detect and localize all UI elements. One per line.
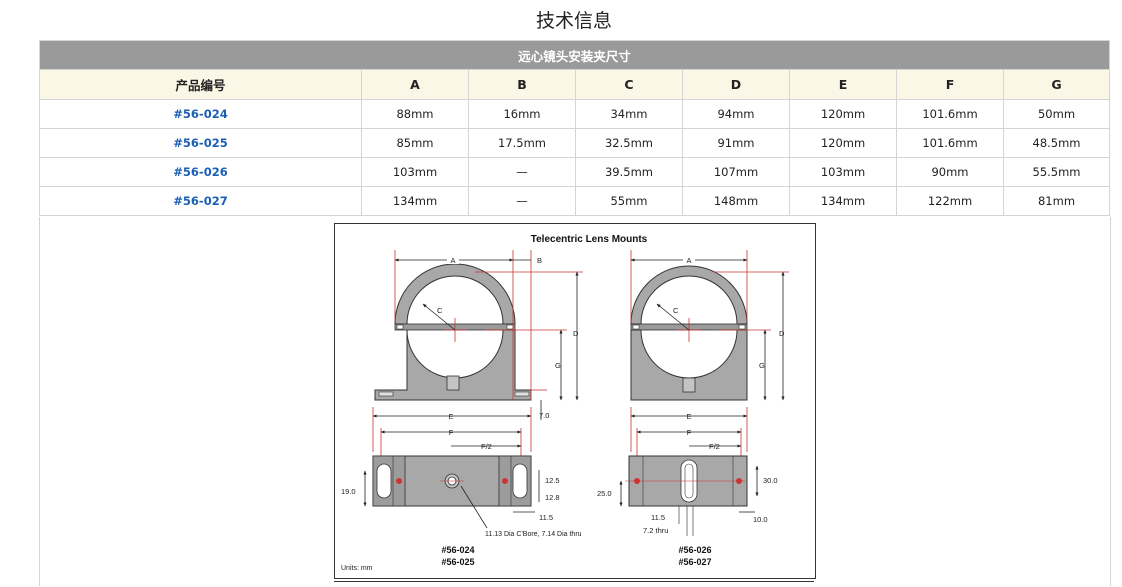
table-cell: 50mm [1002, 99, 1111, 129]
table-cell: 94mm [682, 99, 790, 129]
table-cell: 16mm [468, 99, 576, 129]
column-header: C [575, 69, 683, 100]
table-cell: 88mm [361, 99, 469, 129]
table-cell: 91mm [682, 128, 790, 158]
dimensions-table: 远心镜头安装夹尺寸 产品编号 A B C D E F G #56-024 88m… [38, 40, 1111, 216]
table-cell: 148mm [682, 186, 790, 216]
column-header: B [468, 69, 576, 100]
table-cell: — [468, 186, 576, 216]
column-header: E [789, 69, 897, 100]
technical-drawing: Telecentric Lens Mounts C A B D G 7.0 [334, 223, 816, 579]
table-cell: 134mm [789, 186, 897, 216]
dim-30-label: 30.0 [763, 476, 778, 485]
table-cell: — [468, 157, 576, 187]
dim-c-label-right: C [673, 306, 679, 315]
column-header: A [361, 69, 469, 100]
dim-a-label-right: A [686, 256, 691, 265]
table-row: #56-024 88mm 16mm 34mm 94mm 120mm 101.6m… [39, 99, 1111, 129]
drawing-title: Telecentric Lens Mounts [531, 234, 648, 245]
table-cell: 122mm [896, 186, 1004, 216]
table-cell: 32.5mm [575, 128, 683, 158]
product-number-link[interactable]: #56-025 [39, 128, 362, 158]
right-front-dimensions: A D G [630, 250, 789, 401]
dim-f-label: F [449, 428, 454, 437]
table-cell: 120mm [789, 128, 897, 158]
table-cell: 101.6mm [896, 99, 1004, 129]
dim-10-label: 10.0 [753, 515, 768, 524]
left-part-number-2: #56-025 [441, 557, 474, 567]
column-header: F [896, 69, 1004, 100]
page-title: 技术信息 [535, 10, 612, 32]
table-cell: 107mm [682, 157, 790, 187]
dim-g-label-right: G [759, 361, 765, 370]
table-row: #56-025 85mm 17.5mm 32.5mm 91mm 120mm 10… [39, 128, 1111, 158]
table-header-row: 产品编号 A B C D E F G [39, 69, 1111, 100]
right-mount-top-view: E F F/2 25.0 30.0 10.0 11.5 7.2 thru [597, 407, 778, 536]
dim-25-label: 25.0 [597, 489, 612, 498]
dim-7-label: 7.0 [539, 411, 549, 420]
table-cell: 134mm [361, 186, 469, 216]
dim-g-label: G [555, 361, 561, 370]
left-mount-top-view: E F F/2 19.0 12.5 12.8 11.5 11.13 Dia C'… [341, 407, 582, 538]
table-cell: 17.5mm [468, 128, 576, 158]
drawing-cell [39, 217, 1111, 586]
table-caption: 远心镜头安装夹尺寸 [38, 40, 1111, 70]
dim-e-label-right: E [686, 412, 691, 421]
dim-a-label: A [450, 256, 455, 265]
table-cell: 120mm [789, 99, 897, 129]
drawing-svg: Telecentric Lens Mounts C A B D G 7.0 [341, 234, 789, 572]
table-cell: 55.5mm [1002, 157, 1111, 187]
column-header: D [682, 69, 790, 100]
dim-f-label-right: F [687, 428, 692, 437]
table-cell: 90mm [896, 157, 1004, 187]
dim-11-5-label-right: 11.5 [651, 513, 665, 522]
right-part-number-2: #56-027 [678, 557, 711, 567]
right-mount-front-view: C [630, 265, 748, 401]
table-cell: 103mm [361, 157, 469, 187]
bore-note: 11.13 Dia C'Bore, 7.14 Dia thru [485, 531, 582, 538]
dim-12-5-label: 12.5 [545, 476, 560, 485]
table-row: #56-027 134mm — 55mm 148mm 134mm 122mm 8… [39, 186, 1111, 216]
left-part-number-1: #56-024 [441, 545, 474, 555]
dim-d-label: D [573, 329, 579, 338]
product-number-link[interactable]: #56-024 [39, 99, 362, 129]
right-part-number-1: #56-026 [678, 545, 711, 555]
dim-c-label: C [437, 306, 443, 315]
table-cell: 81mm [1002, 186, 1111, 216]
table-cell: 34mm [575, 99, 683, 129]
dim-12-8-label: 12.8 [545, 493, 560, 502]
left-mount-front-view: C [374, 263, 532, 401]
dim-19-label: 19.0 [341, 487, 356, 496]
left-front-dimensions: A B D G 7.0 [394, 250, 583, 420]
next-drawing-frame-edge [334, 581, 814, 587]
dim-b-label: B [537, 256, 542, 265]
product-number-link[interactable]: #56-027 [39, 186, 362, 216]
dim-f2-label: F/2 [481, 442, 492, 451]
table-cell: 103mm [789, 157, 897, 187]
table-cell: 101.6mm [896, 128, 1004, 158]
product-number-link[interactable]: #56-026 [39, 157, 362, 187]
table-cell: 39.5mm [575, 157, 683, 187]
dim-f2-label-right: F/2 [709, 442, 720, 451]
dim-e-label: E [448, 412, 453, 421]
table-cell: 85mm [361, 128, 469, 158]
dim-d-label-right: D [779, 329, 785, 338]
table-cell: 55mm [575, 186, 683, 216]
thru-note: 7.2 thru [643, 526, 668, 535]
table-cell: 48.5mm [1002, 128, 1111, 158]
dim-11-5-label: 11.5 [539, 513, 553, 522]
column-header: 产品编号 [39, 69, 362, 100]
table-row: #56-026 103mm — 39.5mm 107mm 103mm 90mm … [39, 157, 1111, 187]
units-note: Units: mm [341, 565, 373, 572]
column-header: G [1002, 69, 1111, 100]
